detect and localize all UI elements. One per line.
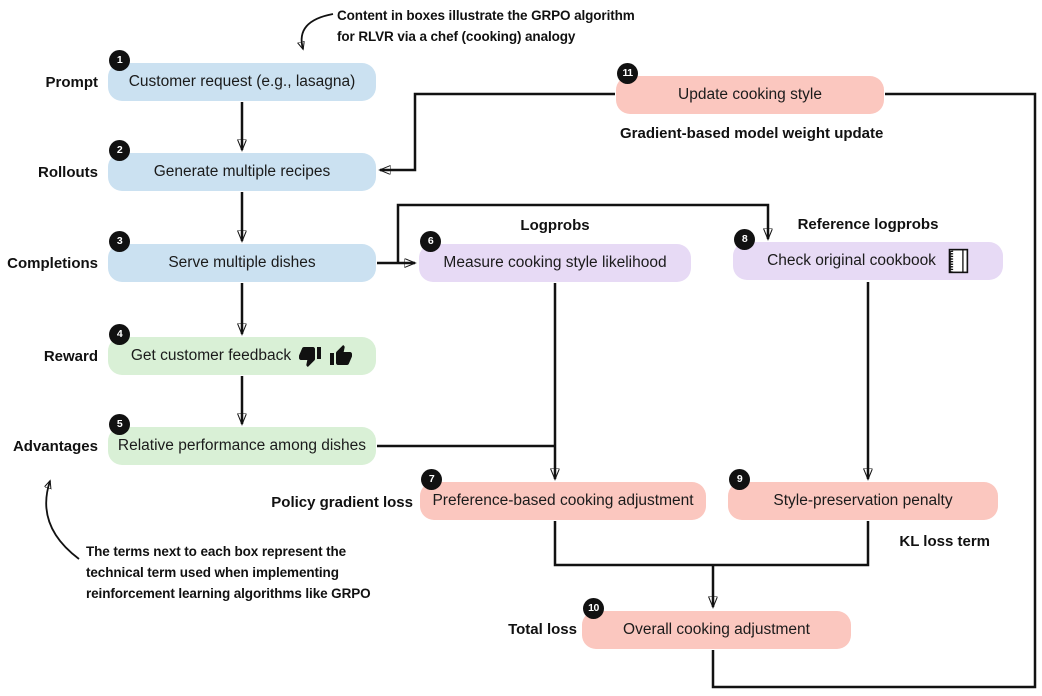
step-number-badge: 9: [729, 469, 750, 490]
top-note-line: for RLVR via a chef (cooking) analogy: [337, 29, 576, 44]
flow-box-label: Measure cooking style likelihood: [443, 254, 667, 272]
flow-box-label: Update cooking style: [678, 86, 822, 104]
top-note: Content in boxes illustrate the GRPO alg…: [337, 5, 635, 47]
flow-box-label: Generate multiple recipes: [153, 163, 331, 181]
curved-arrow-top-note: [302, 13, 334, 49]
stage-label-prompt: Prompt: [45, 74, 99, 91]
step-number-badge: 4: [109, 324, 130, 345]
flow-box-label: Serve multiple dishes: [168, 254, 316, 272]
step-number-badge: 8: [734, 229, 755, 250]
step-number-badge: 5: [109, 414, 130, 435]
term-label-logprobs: Logprobs: [520, 217, 590, 234]
step-number-badge: 11: [617, 63, 638, 84]
line-loss-merge: [553, 521, 870, 567]
step-number-badge: 10: [583, 598, 604, 619]
stage-label-advantages: Advantages: [12, 438, 98, 455]
term-label-reference-logprobs: Reference logprobs: [797, 216, 939, 233]
term-label-gradient-update: Gradient-based model weight update: [620, 125, 884, 142]
stage-label-rollouts: Rollouts: [38, 164, 98, 181]
flow-box-label: Overall cooking adjustment: [623, 621, 810, 639]
box-customer-request: 1 Customer request (e.g., lasagna): [108, 50, 376, 101]
bottom-note-line: The terms next to each box represent the: [86, 544, 347, 559]
box-measure-likelihood: 6 Measure cooking style likelihood: [419, 231, 691, 282]
stage-label-completions: Completions: [7, 255, 98, 272]
box-check-cookbook: 8 Check original cookbook: [733, 229, 1003, 280]
flow-box-label: Preference-based cooking adjustment: [432, 492, 694, 510]
step-number-badge: 2: [109, 140, 130, 161]
box-generate-recipes: 2 Generate multiple recipes: [108, 140, 376, 191]
step-number-badge: 6: [420, 231, 441, 252]
flow-box-label: Relative performance among dishes: [117, 437, 367, 455]
step-number-badge: 1: [109, 50, 130, 71]
thumbs-down-icon: [298, 344, 322, 368]
notebook-icon: [943, 247, 969, 275]
bottom-note-line: reinforcement learning algorithms like G…: [86, 586, 371, 601]
step-number-badge: 3: [109, 231, 130, 252]
term-label-policy-gradient-loss: Policy gradient loss: [271, 494, 413, 511]
thumbs-up-icon: [329, 344, 353, 368]
box-preference-adjustment: 7 Preference-based cooking adjustment: [420, 469, 706, 520]
flow-box-label: Get customer feedback: [130, 347, 292, 365]
flow-box-label: Check original cookbook: [767, 252, 936, 270]
box-customer-feedback: 4 Get customer feedback: [108, 324, 376, 375]
arrow-completions-to-reference-logprobs: [396, 203, 768, 262]
box-update-cooking-style: 11 Update cooking style: [616, 63, 884, 114]
top-note-line: Content in boxes illustrate the GRPO alg…: [337, 8, 635, 23]
box-overall-adjustment: 10 Overall cooking adjustment: [582, 598, 851, 649]
line-total-loss-to-update: [711, 92, 1037, 689]
term-label-kl-loss: KL loss term: [899, 533, 990, 550]
bottom-note: The terms next to each box represent the…: [86, 541, 371, 604]
term-label-total-loss: Total loss: [508, 621, 577, 638]
stage-label-reward: Reward: [43, 348, 98, 365]
box-style-penalty: 9 Style-preservation penalty: [728, 469, 998, 520]
bottom-note-line: technical term used when implementing: [86, 565, 339, 580]
box-relative-performance: 5 Relative performance among dishes: [108, 414, 376, 465]
curved-arrow-bottom-note: [46, 481, 80, 560]
box-serve-dishes: 3 Serve multiple dishes: [108, 231, 376, 282]
flow-box-label: Customer request (e.g., lasagna): [128, 73, 356, 91]
flow-box-label: Style-preservation penalty: [773, 492, 953, 510]
step-number-badge: 7: [421, 469, 442, 490]
arrow-update-to-rollouts: [380, 92, 615, 170]
